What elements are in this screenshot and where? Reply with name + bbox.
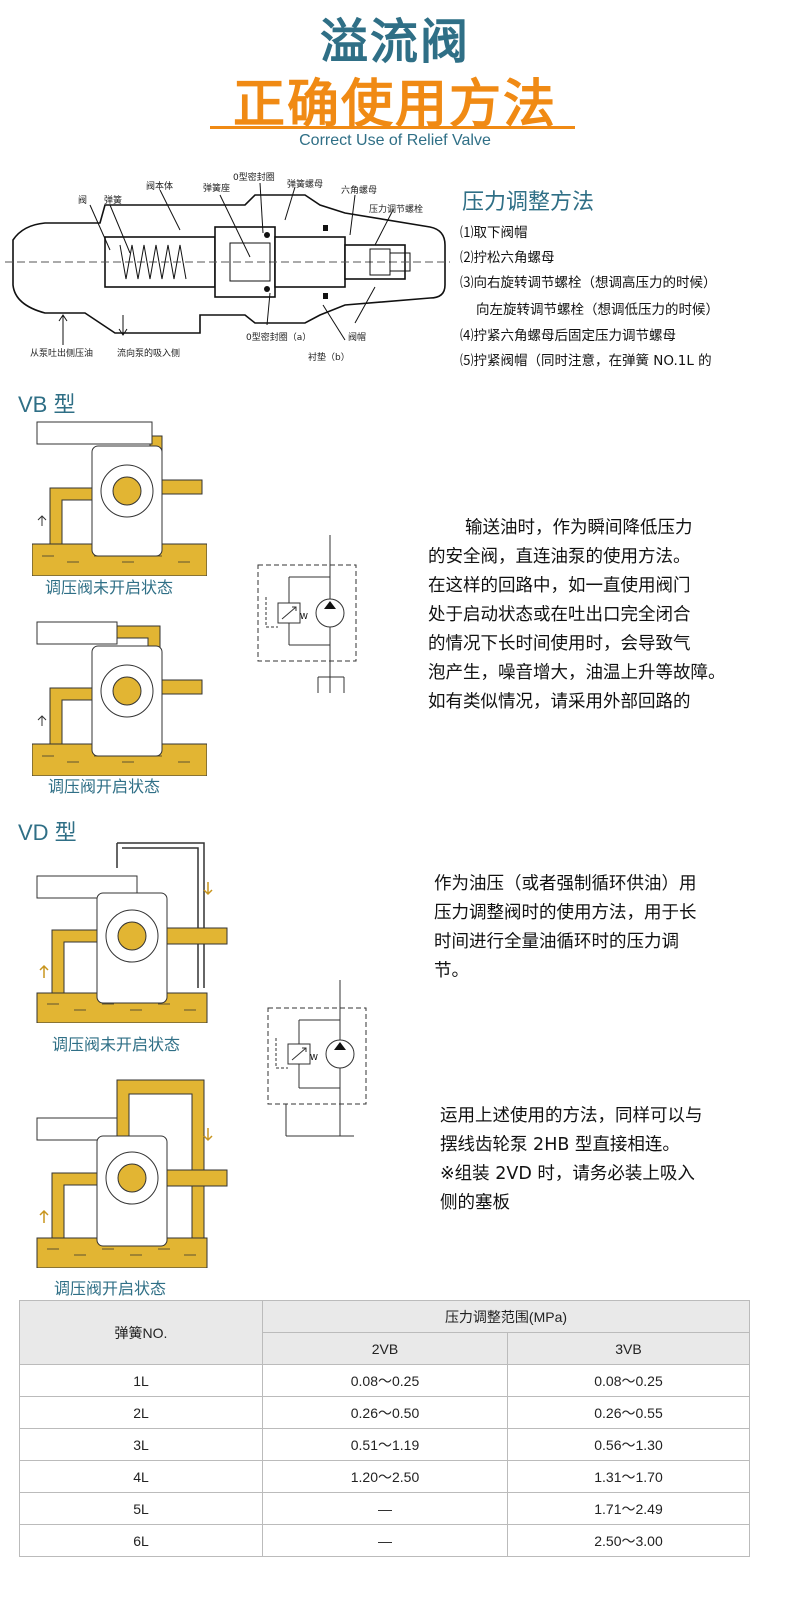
step-3b: 向左旋转调节螺栓（想调低压力的时候） [476,302,719,318]
label-gasket-b: 衬垫（b） [308,353,350,363]
step-3: ⑶向右旋转调节螺栓（想调高压力的时候） [460,275,717,291]
vb-desc-line: 如有类似情况，请采用外部回路的 [428,692,691,712]
vb-open-diagram [32,621,207,776]
vb-closed-diagram [32,421,207,576]
cell-2vb: 1.20～2.50 [262,1460,508,1493]
label-oring-top: 0型密封圈 [233,173,275,183]
vb-description: 输送油时，作为瞬间降低压力 的安全阀，直连油泵的使用方法。 在这样的回路中，如一… [428,514,758,717]
label-valve-cap: 阀帽 [348,333,367,343]
label-hex-nut: 六角螺母 [341,186,378,196]
vd-open-diagram [36,1079,228,1268]
vd-description: 作为油压（或者强制循环供油）用 压力调整阀时的使用方法，用于长 时间进行全量油循… [434,870,764,986]
vb-caption-open: 调压阀开启状态 [48,777,161,796]
label-valve-body: 阀本体 [146,182,174,192]
cell-2vb: 0.26～0.50 [262,1396,508,1429]
vd-desc-line: 节。 [434,961,469,981]
step-4: ⑷拧紧六角螺母后固定压力调节螺母 [460,328,676,344]
cell-no: 5L [19,1492,263,1525]
step-5: ⑸拧紧阀帽（同时注意，在弹簧 NO.1L 的 [460,353,712,369]
cell-no: 4L [19,1460,263,1493]
th-2vb: 2VB [262,1332,508,1365]
th-3vb: 3VB [507,1332,750,1365]
vd-circuit-w: W [310,1053,318,1062]
label-to-pump: 流向泵的吸入侧 [117,349,181,359]
step-2: ⑵拧松六角螺母 [460,250,555,266]
vb-desc-line: 输送油时，作为瞬间降低压力 [465,518,693,538]
vb-circuit-w: W [300,612,308,621]
vb-desc-line: 处于启动状态或在吐出口完全闭合 [428,605,691,625]
label-spring-nut: 弹簧螺母 [287,180,324,190]
cell-3vb: 2.50～3.00 [507,1524,750,1557]
page-title: 溢流阀 [319,14,470,70]
vb-desc-line: 的情况下长时间使用时，会导致气 [428,634,691,654]
vb-desc-line: 泡产生，噪音增大，油温上升等故障。 [428,663,726,683]
label-oring-a: 0型密封圈（a） [246,333,312,343]
label-spring-seat: 弹簧座 [203,184,231,194]
vd-desc-line: 时间进行全量油循环时的压力调 [434,932,679,952]
vd-desc2-line: 摆线齿轮泵 2HB 型直接相连。 [440,1135,680,1155]
cell-no: 1L [19,1364,263,1397]
cell-3vb: 0.56～1.30 [507,1428,750,1461]
label-adjust-bolt: 压力调节螺栓 [369,205,424,215]
cell-3vb: 1.71～2.49 [507,1492,750,1525]
pressure-adjust-heading: 压力调整方法 [462,190,595,215]
vd-description-2: 运用上述使用的方法，同样可以与 摆线齿轮泵 2HB 型直接相连。 ※组装 2VD… [440,1102,770,1218]
vd-caption-closed: 调压阀未开启状态 [52,1035,181,1054]
vb-desc-line: 在这样的回路中，如一直使用阀门 [428,576,691,596]
th-range: 压力调整范围(MPa) [262,1300,750,1333]
vd-circuit-symbol: W [267,980,367,1137]
step-1: ⑴取下阀帽 [460,225,528,241]
cell-no: 6L [19,1524,263,1557]
label-valve: 阀 [78,196,88,206]
vb-circuit-symbol: W [257,535,357,693]
vd-closed-diagram [36,842,228,1023]
vd-desc-line: 作为油压（或者强制循环供油）用 [434,874,697,894]
cell-2vb: — [262,1492,508,1525]
th-spring-no: 弹簧NO. [19,1300,263,1365]
valve-cross-section-diagram [5,182,450,345]
vd-desc2-line: 侧的塞板 [440,1193,510,1213]
title-divider [210,126,575,129]
vd-caption-open: 调压阀开启状态 [54,1279,167,1298]
table-row: 5L—1.71～2.49 [19,1492,750,1525]
cell-2vb: 0.08～0.25 [262,1364,508,1397]
cell-no: 3L [19,1428,263,1461]
vd-desc2-line: 运用上述使用的方法，同样可以与 [440,1106,703,1126]
label-spring: 弹簧 [104,196,123,206]
vb-caption-closed: 调压阀未开启状态 [45,578,174,597]
vd-desc2-line: ※组装 2VD 时，请务必装上吸入 [440,1164,695,1184]
vb-heading: VB 型 [18,392,76,417]
vd-heading: VD 型 [18,820,77,845]
vb-desc-line: 的安全阀，直连油泵的使用方法。 [428,547,691,567]
page-subtitle: 正确使用方法 [232,75,557,135]
cell-3vb: 0.08～0.25 [507,1364,750,1397]
label-from-pump: 从泵吐出侧压油 [30,349,94,359]
cell-no: 2L [19,1396,263,1429]
cell-2vb: 0.51～1.19 [262,1428,508,1461]
table-row: 6L—2.50～3.00 [19,1524,750,1557]
cell-3vb: 1.31～1.70 [507,1460,750,1493]
english-subtitle: Correct Use of Relief Valve [299,132,491,149]
vd-desc-line: 压力调整阀时的使用方法，用于长 [434,903,697,923]
cell-2vb: — [262,1524,508,1557]
cell-3vb: 0.26～0.55 [507,1396,750,1429]
